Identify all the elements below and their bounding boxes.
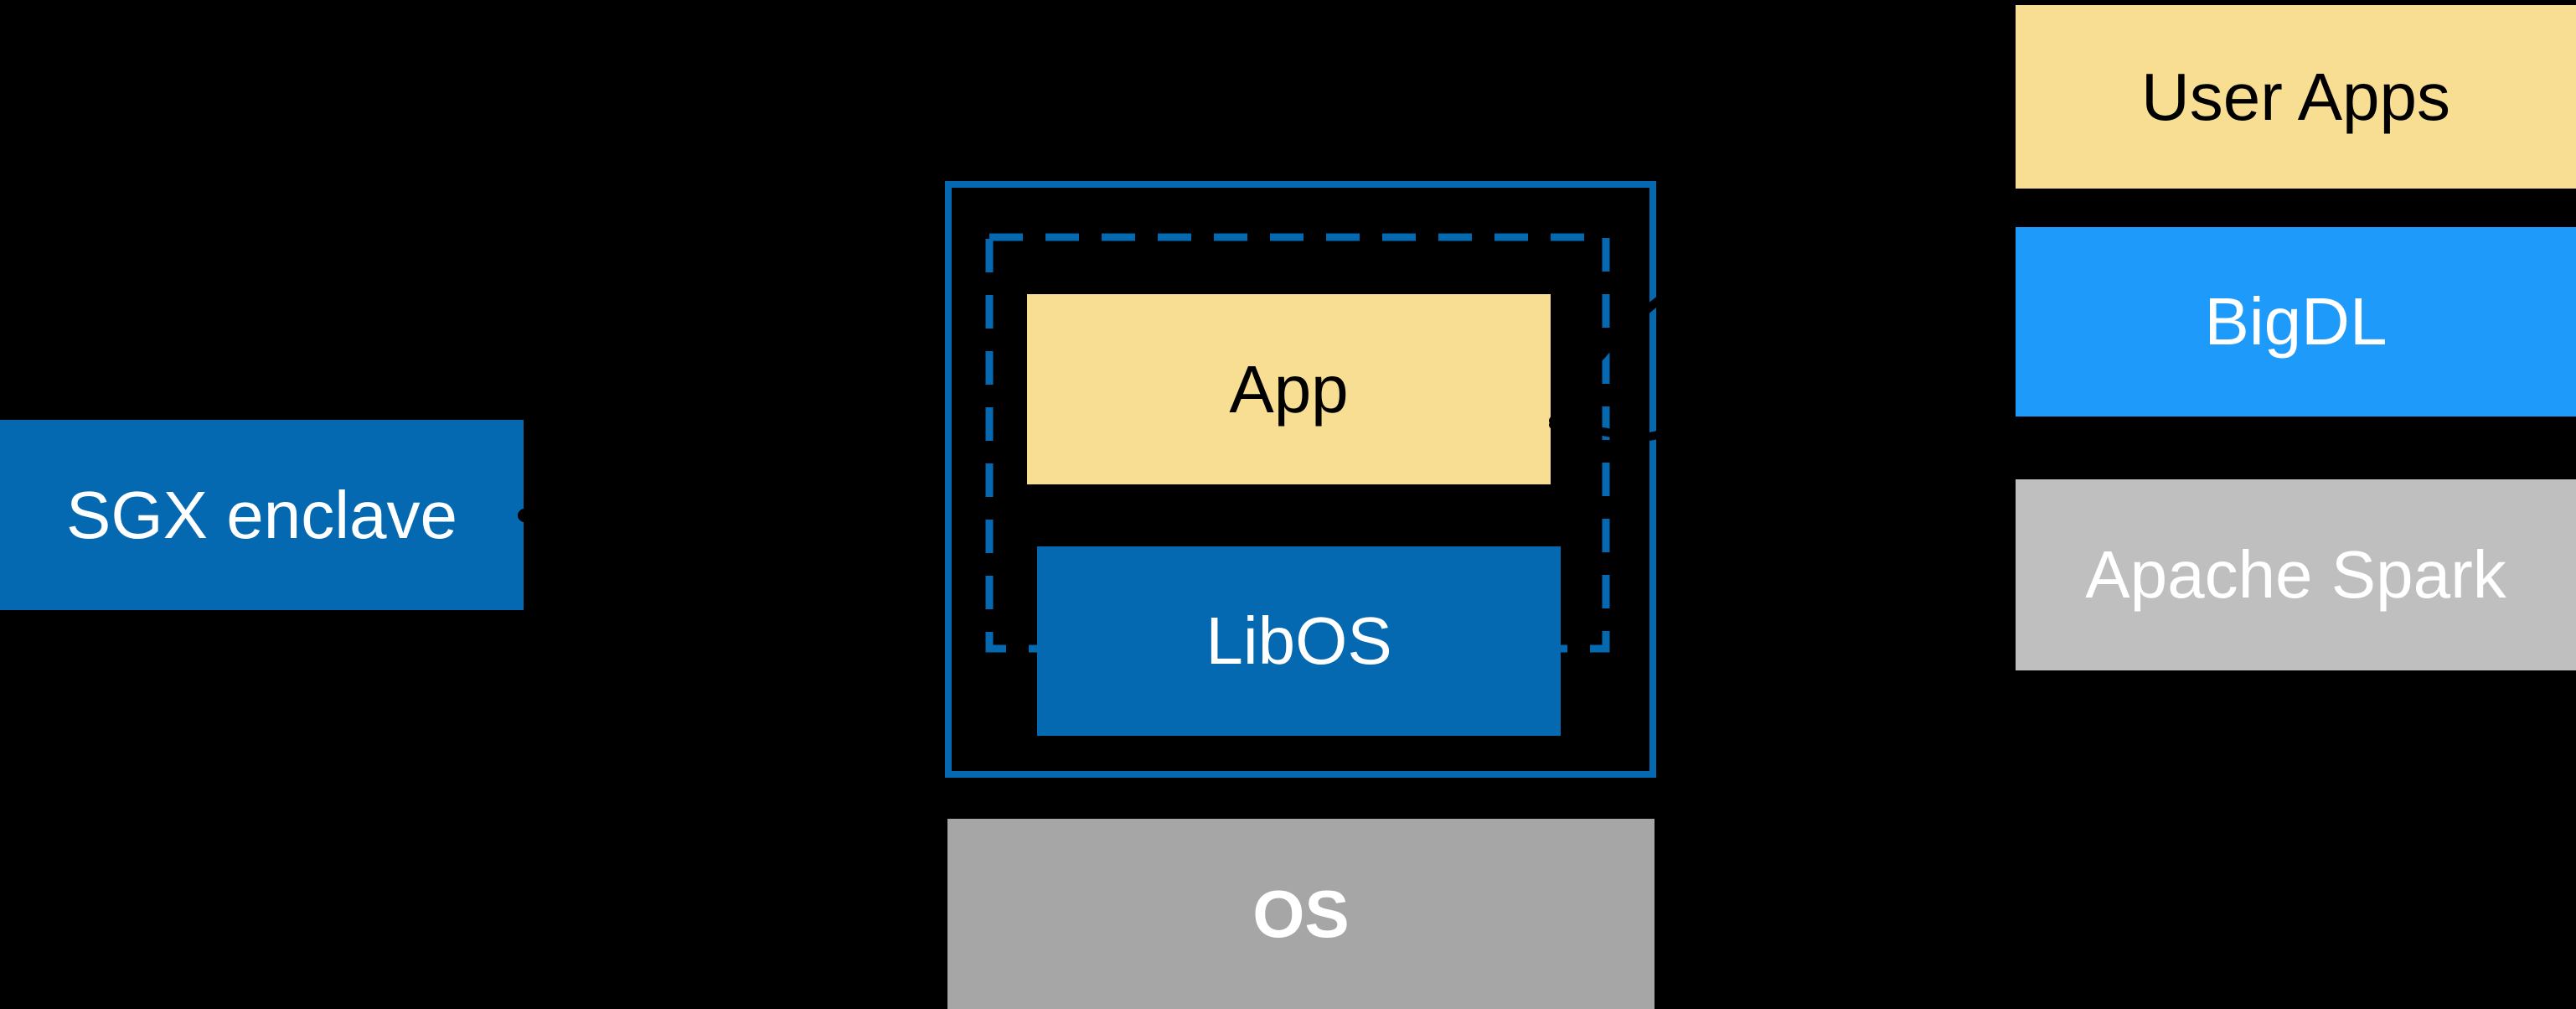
sgx-enclave-label-box: SGX enclave <box>0 420 524 610</box>
apache-spark-label: Apache Spark <box>2085 537 2506 612</box>
libos-label: LibOS <box>1205 603 1392 678</box>
app-label: App <box>1229 351 1349 427</box>
bigdl-box: BigDL <box>2016 227 2576 417</box>
os-label: OS <box>1252 877 1350 951</box>
user-apps-box: User Apps <box>2016 5 2576 189</box>
os-box: OS <box>947 819 1655 1009</box>
sgx-enclave-label: SGX enclave <box>66 477 457 552</box>
curve-arrow-bottom <box>1549 348 2031 442</box>
sgx-enclave-dashed-border <box>985 233 1610 653</box>
apache-spark-box: Apache Spark <box>2016 479 2576 670</box>
curve-arrow-top <box>1549 197 2031 425</box>
app-box: App <box>1027 294 1551 484</box>
user-apps-label: User Apps <box>2140 59 2451 134</box>
libos-box: LibOS <box>1037 546 1561 736</box>
node-border-box <box>945 181 1656 778</box>
bigdl-label: BigDL <box>2204 284 2388 359</box>
pointer-dot-icon <box>518 509 531 522</box>
